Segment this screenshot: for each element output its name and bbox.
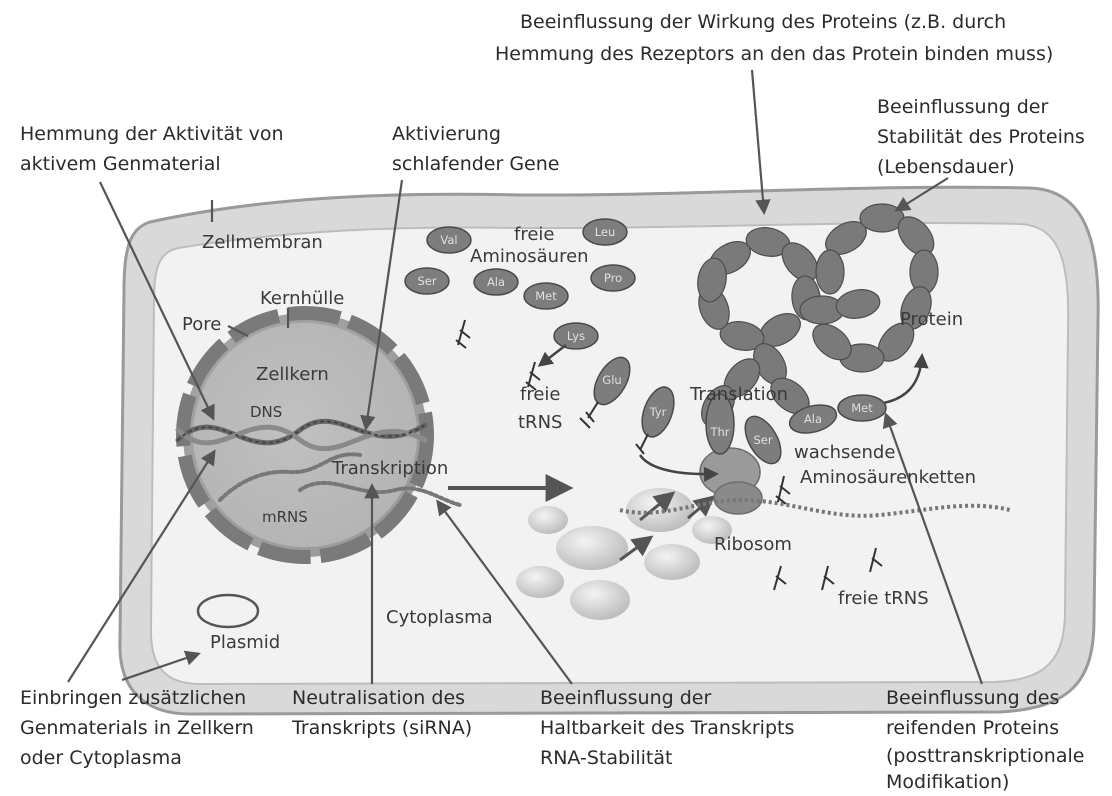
svg-text:Hemmung der Aktivität von: Hemmung der Aktivität von: [20, 123, 284, 145]
svg-text:wachsende: wachsende: [794, 442, 895, 463]
ribosome-label: Ribosom: [714, 534, 792, 555]
svg-text:Tyr: Tyr: [649, 405, 667, 419]
svg-text:Genmaterials in Zellkern: Genmaterials in Zellkern: [20, 717, 254, 739]
plasmid-label: Plasmid: [210, 632, 280, 653]
svg-text:Aminosäurenketten: Aminosäurenketten: [800, 467, 976, 488]
dna-label: DNS: [250, 403, 282, 421]
svg-text:Ser: Ser: [417, 274, 436, 288]
amino-acid-met: Met: [524, 283, 568, 309]
amino-acid-lys: Lys: [554, 323, 598, 349]
svg-text:Met: Met: [535, 289, 557, 303]
svg-text:Ala: Ala: [487, 275, 505, 289]
svg-text:Aminosäuren: Aminosäuren: [470, 246, 589, 267]
inhibition-label: Hemmung der Aktivität von aktivem Genmat…: [20, 123, 284, 175]
svg-text:Ala: Ala: [804, 412, 822, 426]
svg-text:(Lebensdauer): (Lebensdauer): [877, 156, 1015, 178]
svg-text:Beeinflussung des: Beeinflussung des: [886, 687, 1059, 709]
stability-label: Beeinflussung der Stabilität des Protein…: [877, 96, 1085, 178]
svg-text:Haltbarkeit des Transkripts: Haltbarkeit des Transkripts: [540, 717, 794, 739]
svg-text:freie: freie: [514, 224, 555, 245]
svg-text:Leu: Leu: [595, 225, 616, 239]
pore-label: Pore: [182, 314, 221, 335]
svg-text:reifenden Proteins: reifenden Proteins: [886, 717, 1059, 739]
amino-acid-val: Val: [427, 227, 471, 253]
svg-text:(posttranskriptionale: (posttranskriptionale: [886, 745, 1084, 767]
activation-label: Aktivierung schlafender Gene: [392, 123, 559, 175]
mrna-label: mRNS: [262, 508, 308, 526]
svg-text:Glu: Glu: [602, 373, 621, 387]
maturing-protein-label: Beeinflussung des reifenden Proteins (po…: [886, 687, 1084, 793]
svg-text:Einbringen zusätzlichen: Einbringen zusätzlichen: [20, 687, 246, 709]
amino-acid-met-chain: Met: [838, 395, 886, 421]
translation-label: Translation: [689, 384, 788, 405]
svg-text:Transkripts (siRNA): Transkripts (siRNA): [291, 717, 472, 739]
amino-acid-leu: Leu: [583, 219, 627, 245]
svg-text:aktivem Genmaterial: aktivem Genmaterial: [20, 153, 221, 175]
top-effect-label: Beeinflussung der Wirkung des Proteins (…: [495, 11, 1053, 65]
svg-text:Aktivierung: Aktivierung: [392, 123, 501, 145]
svg-text:Beeinflussung der: Beeinflussung der: [540, 687, 711, 709]
introduce-label: Einbringen zusätzlichen Genmaterials in …: [20, 687, 254, 769]
svg-text:oder Cytoplasma: oder Cytoplasma: [20, 747, 182, 769]
nucleus-label: Zellkern: [256, 364, 329, 385]
svg-text:schlafender Gene: schlafender Gene: [392, 153, 559, 175]
svg-text:Ser: Ser: [753, 433, 772, 447]
svg-text:Beeinflussung der Wirkung des: Beeinflussung der Wirkung des Proteins (…: [520, 11, 1006, 33]
svg-text:Met: Met: [851, 401, 873, 415]
svg-text:Lys: Lys: [567, 329, 585, 343]
svg-text:Neutralisation des: Neutralisation des: [292, 687, 465, 709]
svg-text:Stabilität des Proteins: Stabilität des Proteins: [877, 126, 1085, 148]
transcription-label: Transkription: [331, 458, 448, 479]
amino-acid-ser: Ser: [405, 268, 449, 294]
svg-text:Val: Val: [440, 233, 457, 247]
svg-text:tRNS: tRNS: [518, 412, 562, 433]
svg-text:Pro: Pro: [604, 271, 622, 285]
svg-text:Thr: Thr: [709, 425, 729, 439]
svg-text:Modifikation): Modifikation): [886, 771, 1009, 793]
svg-text:Beeinflussung der: Beeinflussung der: [877, 96, 1048, 118]
free-trna-bottom-label: freie tRNS: [838, 588, 929, 609]
cell-membrane-label: Zellmembran: [202, 232, 323, 253]
protein-label: Protein: [900, 309, 963, 330]
nuclear-envelope-label: Kernhülle: [260, 288, 344, 309]
amino-acid-pro: Pro: [591, 265, 635, 291]
amino-acid-ala: Ala: [474, 269, 518, 295]
svg-text:Hemmung des Rezeptors an den d: Hemmung des Rezeptors an den das Protein…: [495, 43, 1053, 65]
svg-text:freie: freie: [520, 384, 561, 405]
svg-text:RNA-Stabilität: RNA-Stabilität: [540, 747, 672, 769]
cytoplasm-label: Cytoplasma: [386, 607, 493, 628]
